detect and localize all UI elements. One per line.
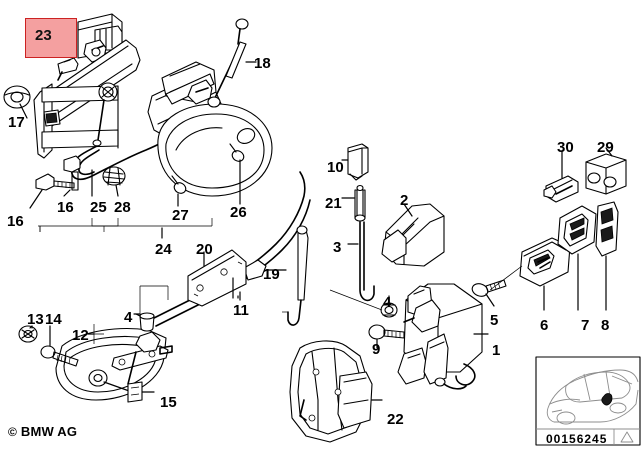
part-30-connector	[543, 151, 579, 203]
callout-12: 12	[72, 327, 89, 344]
callout-5: 5	[490, 312, 499, 329]
callout-27: 27	[172, 207, 189, 224]
callout-24: 24	[155, 241, 172, 258]
inset-part-number: 00156245	[546, 432, 608, 446]
callout-16b: 16	[57, 199, 74, 216]
bracket-24	[38, 218, 213, 232]
part-group-outer-door-handle	[147, 18, 273, 207]
callout-7: 7	[581, 317, 590, 334]
part-group-inner-handle-carrier	[33, 13, 173, 181]
callout-6: 6	[540, 317, 549, 334]
callout-16: 16	[7, 213, 24, 230]
callout-30: 30	[557, 139, 574, 156]
vehicle-location-inset	[535, 356, 641, 446]
callout-8: 8	[601, 317, 610, 334]
callout-18: 18	[254, 55, 271, 72]
callout-22: 22	[387, 411, 404, 428]
part-29-connector-housing	[585, 147, 627, 195]
copyright-symbol: ©	[8, 425, 18, 439]
part-19-rod	[282, 225, 309, 326]
callout-29: 29	[597, 139, 614, 156]
part-8-plate	[595, 201, 619, 311]
part-22-shield	[289, 340, 383, 443]
callout-19: 19	[263, 266, 280, 283]
bracket-25-28	[91, 218, 119, 227]
part-6-striker	[489, 237, 571, 311]
part-21-sleeve	[341, 184, 366, 222]
part-group-cable-11	[149, 171, 311, 327]
callout-11: 11	[233, 302, 249, 319]
part-5-bolt	[471, 279, 507, 307]
highlight-box-part-23[interactable]	[25, 18, 77, 58]
callout-28: 28	[114, 199, 131, 216]
callout-17: 17	[8, 114, 25, 131]
part-7-bracket	[557, 205, 597, 311]
callout-23: 23	[35, 27, 52, 44]
callout-15: 15	[160, 394, 177, 411]
callout-9: 9	[372, 341, 381, 358]
part-10-cap	[341, 143, 369, 181]
part-2-cover	[381, 203, 445, 267]
callout-21: 21	[325, 195, 342, 212]
callout-4: 4	[124, 309, 133, 326]
part-group-inner-handle-trim	[18, 285, 173, 403]
copyright-text: BMW AG	[20, 424, 78, 439]
callout-26: 26	[230, 204, 247, 221]
callout-25: 25	[90, 199, 107, 216]
part-16-screws	[29, 155, 81, 209]
callout-1: 1	[492, 342, 501, 359]
part-9-bolt	[368, 324, 405, 349]
callout-4b: 4	[383, 294, 392, 311]
copyright-notice: © BMW AG	[8, 424, 77, 439]
callout-20: 20	[196, 241, 213, 258]
callout-2: 2	[400, 192, 409, 209]
part-3-rod	[347, 221, 375, 302]
part-17-grommet	[3, 85, 31, 119]
callout-14: 14	[45, 311, 62, 328]
part-4b-grommet	[329, 289, 398, 318]
part-1-lock-module	[397, 283, 489, 390]
callout-13: 13	[27, 311, 44, 328]
callout-3: 3	[333, 239, 342, 256]
part-28-clip	[102, 166, 126, 197]
callout-10: 10	[327, 159, 344, 176]
